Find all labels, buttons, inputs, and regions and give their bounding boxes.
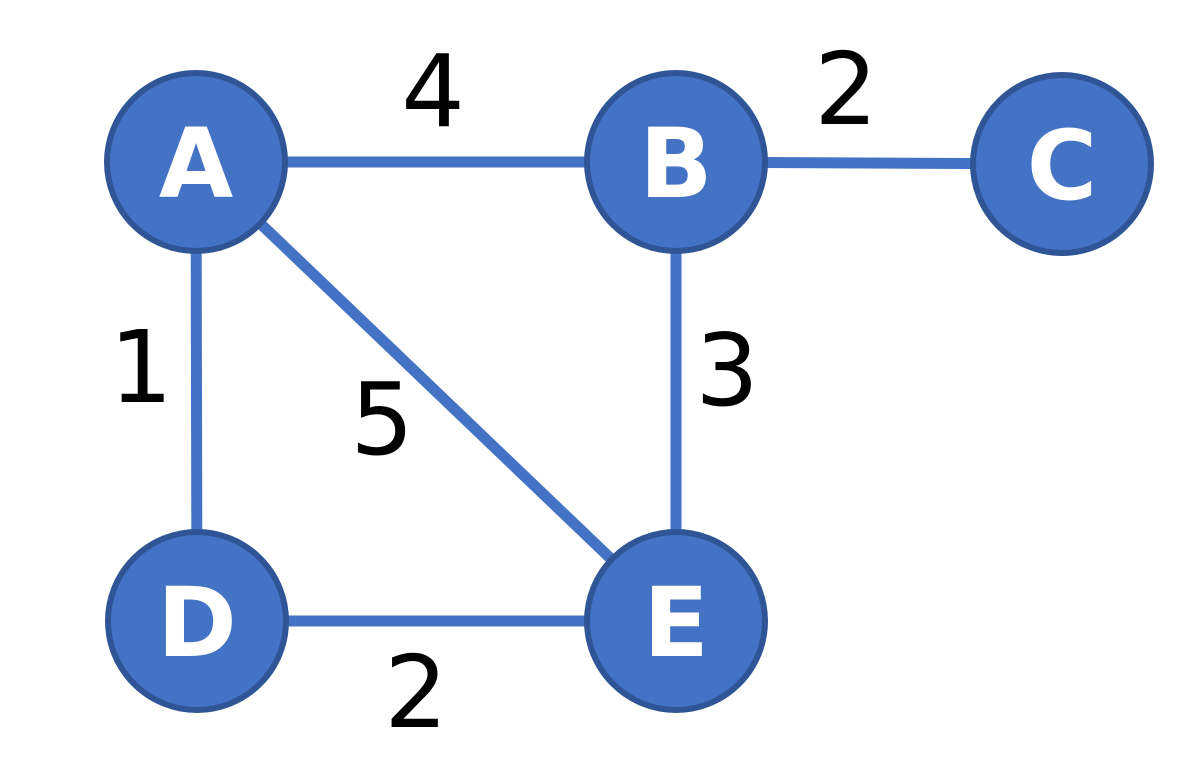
node-d-circle [105,529,289,713]
node-c-circle [970,72,1154,256]
node-e-label: E [643,567,709,679]
node-a: A [104,70,288,254]
edge-weight-b-e: 3 [695,312,759,429]
node-a-circle [104,70,288,254]
node-c: C [970,72,1154,256]
edge-weight-a-b: 4 [401,33,465,150]
node-e: E [584,529,768,713]
edge-weight-a-d: 1 [109,309,173,426]
node-c-label: C [1027,110,1097,222]
edge-weight-a-e: 5 [350,361,414,478]
edge-a-e [192,158,680,625]
node-a-label: A [159,108,233,220]
node-b-circle [584,70,768,254]
node-d-label: D [157,567,237,679]
node-d: D [105,529,289,713]
node-b: B [584,70,768,254]
node-e-circle [584,529,768,713]
edge-weight-d-e: 2 [384,634,448,751]
node-b-label: B [639,108,712,220]
edge-weight-b-c: 2 [814,31,878,148]
